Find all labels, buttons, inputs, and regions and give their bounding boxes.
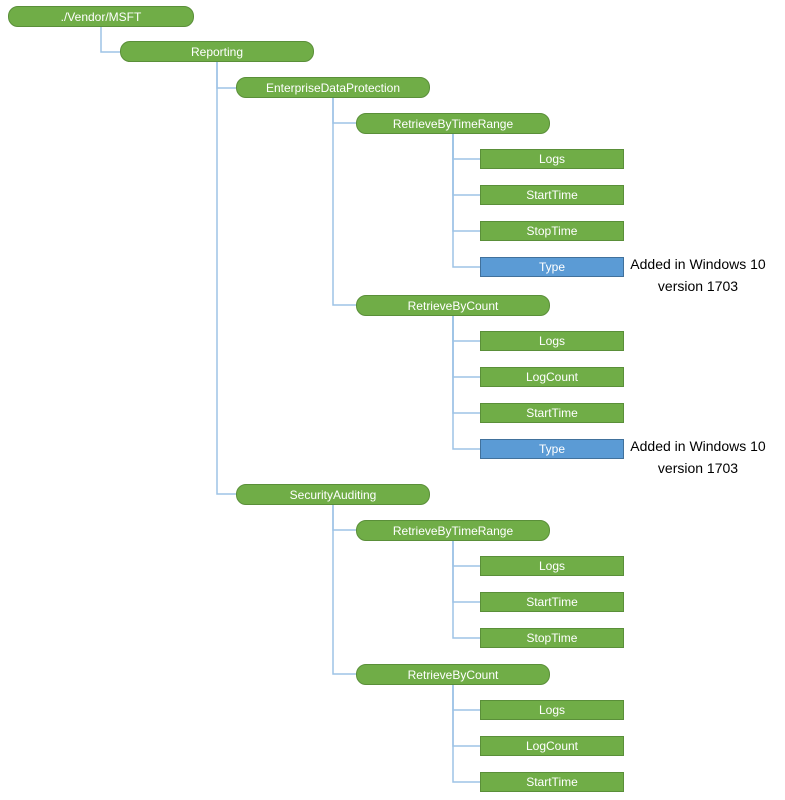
connector-line [452, 316, 480, 342]
tree-node-edp-rbtr-type: Type [480, 257, 624, 277]
connector-line [452, 134, 480, 268]
tree-node-edp-rbtr-stoptime: StopTime [480, 221, 624, 241]
connector-line [332, 505, 356, 675]
connector-line [452, 541, 480, 603]
tree-node-reporting: Reporting [120, 41, 314, 62]
tree-node-sa-rbc-logs: Logs [480, 700, 624, 720]
connector-line [452, 316, 480, 450]
connector-line [452, 316, 480, 378]
tree-node-edp-rbc-starttime: StartTime [480, 403, 624, 423]
annotation-added-windows10-count: Added in Windows 10 version 1703 [630, 438, 766, 476]
connector-line [452, 685, 480, 711]
connector-line [452, 685, 480, 783]
connector-line [216, 62, 236, 89]
tree-node-edp-rbc-logs: Logs [480, 331, 624, 351]
tree-node-sa-rbc-starttime: StartTime [480, 772, 624, 792]
connector-line [332, 505, 356, 531]
tree-node-sa-retrievebycount: RetrieveByCount [356, 664, 550, 685]
connector-line [452, 134, 480, 196]
tree-node-edp-rbtr-logs: Logs [480, 149, 624, 169]
connector-line [332, 98, 356, 306]
tree-node-vendor-msft: ./Vendor/MSFT [8, 6, 194, 27]
connector-line [216, 62, 236, 495]
connector-line [452, 134, 480, 232]
tree-node-edp-retrievebycount: RetrieveByCount [356, 295, 550, 316]
connector-line [452, 541, 480, 639]
annotation-added-windows10-timerange: Added in Windows 10 version 1703 [630, 256, 766, 294]
connector-line [452, 685, 480, 747]
tree-node-securityauditing: SecurityAuditing [236, 484, 430, 505]
tree-node-sa-rbtr-logs: Logs [480, 556, 624, 576]
connector-line [452, 541, 480, 567]
tree-node-edp-retrievebytimerange: RetrieveByTimeRange [356, 113, 550, 134]
connector-line [452, 134, 480, 160]
tree-node-sa-rbtr-starttime: StartTime [480, 592, 624, 612]
connector-line [452, 316, 480, 414]
tree-node-sa-retrievebytimerange: RetrieveByTimeRange [356, 520, 550, 541]
tree-node-sa-rbc-logcount: LogCount [480, 736, 624, 756]
tree-node-edp-rbc-logcount: LogCount [480, 367, 624, 387]
tree-node-enterprisedataprotection: EnterpriseDataProtection [236, 77, 430, 98]
connector-line [100, 27, 120, 53]
tree-node-edp-rbc-type: Type [480, 439, 624, 459]
tree-node-sa-rbtr-stoptime: StopTime [480, 628, 624, 648]
connector-line [332, 98, 356, 124]
tree-node-edp-rbtr-starttime: StartTime [480, 185, 624, 205]
